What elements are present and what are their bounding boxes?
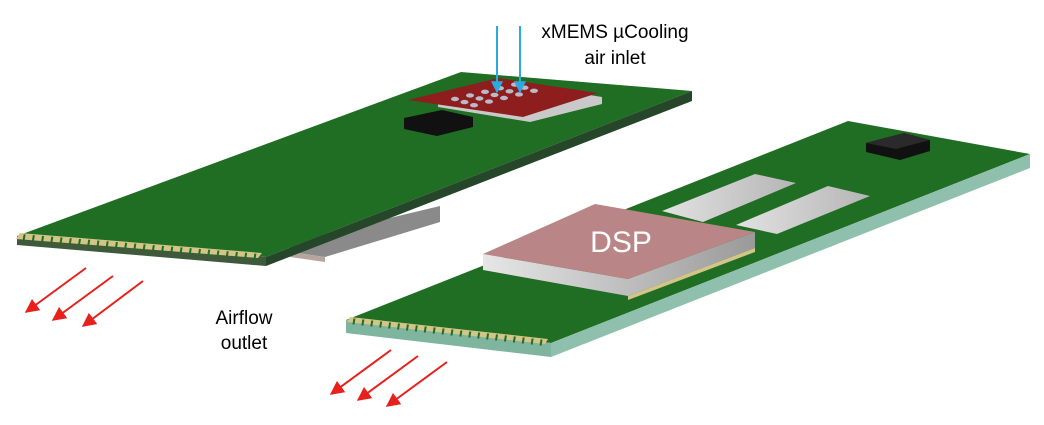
right-finger-slot: [405, 324, 409, 331]
left-finger-slot: [244, 252, 248, 260]
vent-hole: [451, 96, 459, 102]
left-finger-slot: [50, 236, 54, 243]
gray-pad-lower: [736, 186, 870, 234]
left-finger-slot: [170, 246, 174, 253]
right-finger-slot: [468, 331, 472, 338]
right-finger-slot: [361, 319, 365, 326]
cooler-vent-holes: [451, 82, 538, 108]
left-finger-slot: [31, 234, 35, 242]
left-finger-slot: [151, 244, 155, 252]
left-finger-slot: [59, 237, 63, 244]
left-finger-slot: [188, 248, 192, 255]
right-finger-slot: [370, 320, 374, 327]
left-finger-slot: [68, 238, 72, 245]
right-finger-slot: [388, 322, 392, 329]
vent-hole: [515, 92, 523, 97]
left-finger-slot: [216, 250, 220, 257]
gray-pad-upper: [662, 174, 796, 222]
right-outlet-arrow-2: [356, 355, 419, 401]
left-finger-slot: [96, 240, 100, 247]
right-finger-slot: [521, 337, 525, 344]
right-finger-slot: [441, 328, 445, 335]
left-finger-slot: [133, 243, 137, 250]
vent-hole: [460, 99, 469, 105]
left-finger-slot: [207, 249, 211, 256]
dsp-chip-gold-base: [628, 248, 755, 300]
inlet-label-line1: xMEMS µCooling: [541, 22, 688, 43]
left-finger-slot: [114, 241, 118, 249]
left-finger-slot: [234, 251, 238, 259]
vent-hole: [530, 88, 538, 94]
vent-hole: [520, 85, 529, 90]
left-underside-component-face: [290, 252, 325, 262]
dsp-chip: DSP: [483, 204, 755, 300]
vent-hole: [481, 89, 489, 95]
left-finger-slot: [198, 248, 201, 256]
left-black-chip: [404, 110, 473, 136]
vent-hole: [485, 99, 493, 104]
left-finger-slot: [142, 244, 146, 251]
left-outlet-arrow-2: [51, 275, 114, 321]
outlet-label-line1: Airflow: [215, 308, 272, 329]
left-finger-slots: [22, 234, 257, 260]
right-finger-slot: [539, 339, 543, 346]
left-finger-slot: [41, 235, 45, 243]
outlet-arrows-right: [329, 349, 448, 407]
left-finger-slot: [225, 251, 229, 258]
mems-cooler: [408, 78, 602, 122]
right-outlet-arrow-3: [385, 361, 448, 407]
left-finger-slot: [87, 239, 91, 246]
dsp-chip-top: [483, 204, 755, 279]
right-gold-fingers: [347, 317, 548, 344]
right-finger-slot: [512, 336, 516, 343]
left-finger-slot: [105, 241, 109, 248]
right-finger-slot: [530, 338, 534, 345]
left-outlet-arrow-1: [24, 267, 87, 313]
left-finger-slot: [22, 234, 26, 241]
left-finger-slot: [179, 247, 183, 254]
vent-hole: [466, 93, 474, 98]
vent-hole: [490, 92, 499, 98]
right-finger-slot: [503, 335, 507, 342]
left-finger-slot: [253, 253, 257, 260]
left-module: [16, 72, 692, 266]
inlet-arrows: [491, 26, 526, 94]
left-finger-slot: [124, 242, 128, 250]
right-finger-slot: [477, 332, 481, 339]
right-module: DSP: [346, 121, 1030, 357]
right-finger-slots: [352, 318, 543, 346]
left-pcb-side-edge: [266, 91, 692, 266]
vent-hole: [511, 82, 519, 87]
right-finger-slot: [459, 330, 463, 337]
outlet-label-line2: outlet: [221, 333, 268, 354]
right-finger-slot: [432, 327, 436, 334]
right-finger-slot: [423, 326, 427, 333]
outlet-arrows-left: [24, 267, 144, 327]
right-outlet-arrow-1: [329, 349, 392, 395]
vent-hole: [505, 89, 514, 94]
inlet-label-line2: air inlet: [584, 48, 646, 69]
dsp-label: DSP: [590, 226, 652, 259]
vent-hole: [470, 103, 478, 108]
right-pcb-side-edge: [551, 154, 1030, 357]
left-finger-slot: [78, 238, 81, 246]
right-black-chip-top: [866, 133, 930, 149]
right-finger-slot: [397, 323, 400, 330]
right-finger-slot: [352, 318, 356, 325]
right-finger-slot: [414, 325, 418, 332]
dsp-chip-side: [483, 232, 755, 296]
right-finger-slot: [450, 329, 454, 336]
vent-hole: [475, 96, 484, 101]
left-outlet-arrow-3: [81, 280, 144, 327]
left-underside-component: [290, 206, 440, 257]
vent-hole: [500, 95, 508, 101]
right-finger-slot: [486, 333, 490, 340]
left-finger-slot: [161, 245, 165, 253]
right-finger-slot: [495, 334, 498, 341]
right-finger-slot: [379, 321, 383, 328]
